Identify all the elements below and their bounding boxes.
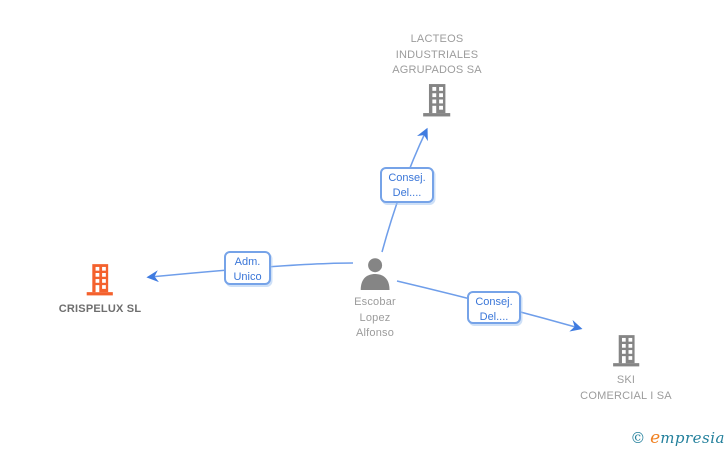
company-name-lacteos: LACTEOS INDUSTRIALES AGRUPADOS SA xyxy=(392,32,482,79)
company-name-line: LACTEOS xyxy=(410,33,464,45)
edge-label-line: Consej. xyxy=(388,172,426,184)
person-name-line: Lopez xyxy=(359,311,391,324)
node-company-ski[interactable]: SKI COMERCIAL I SA xyxy=(580,335,672,404)
company-name-line: INDUSTRIALES xyxy=(395,48,479,61)
node-company-lacteos[interactable]: LACTEOS INDUSTRIALES AGRUPADOS SA xyxy=(392,32,482,117)
company-name-ski: SKI COMERCIAL I SA xyxy=(580,373,672,404)
brand-name: mpresia xyxy=(660,429,725,447)
building-icon xyxy=(612,335,640,367)
building-icon xyxy=(423,83,451,116)
node-company-crispelux[interactable]: CRISPELUX SL xyxy=(59,264,141,318)
edge-label-line: Consej. xyxy=(475,296,513,308)
person-name-line: Escobar xyxy=(354,296,396,308)
company-name-line: CRISPELUX SL xyxy=(58,303,142,315)
brand-initial: e xyxy=(650,428,661,448)
edge-label-consej-del-ski[interactable]: Consej. Del.... xyxy=(467,291,521,324)
copyright-icon: © xyxy=(630,429,646,447)
node-person-escobar[interactable]: Escobar Lopez Alfonso xyxy=(354,257,396,342)
person-name-escobar: Escobar Lopez Alfonso xyxy=(354,295,396,342)
company-name-line: AGRUPADOS SA xyxy=(392,64,482,76)
empresia-logo[interactable]: © empresia xyxy=(630,428,725,448)
edge-label-line: Adm. xyxy=(234,256,261,268)
edge-label-line: Unico xyxy=(233,271,262,283)
edge-label-line: Del.... xyxy=(392,187,422,199)
company-name-crispelux: CRISPELUX SL xyxy=(59,302,141,318)
person-icon xyxy=(360,258,390,290)
person-name-line: Alfonso xyxy=(355,327,395,339)
building-icon xyxy=(86,264,114,296)
edge-label-line: Del.... xyxy=(479,311,509,323)
edge-label-consej-del-lacteos[interactable]: Consej. Del.... xyxy=(380,167,434,203)
edge-label-adm-unico-crispelux[interactable]: Adm. Unico xyxy=(224,251,271,285)
company-name-line: COMERCIAL I SA xyxy=(580,389,672,402)
company-name-line: SKI xyxy=(616,374,636,386)
